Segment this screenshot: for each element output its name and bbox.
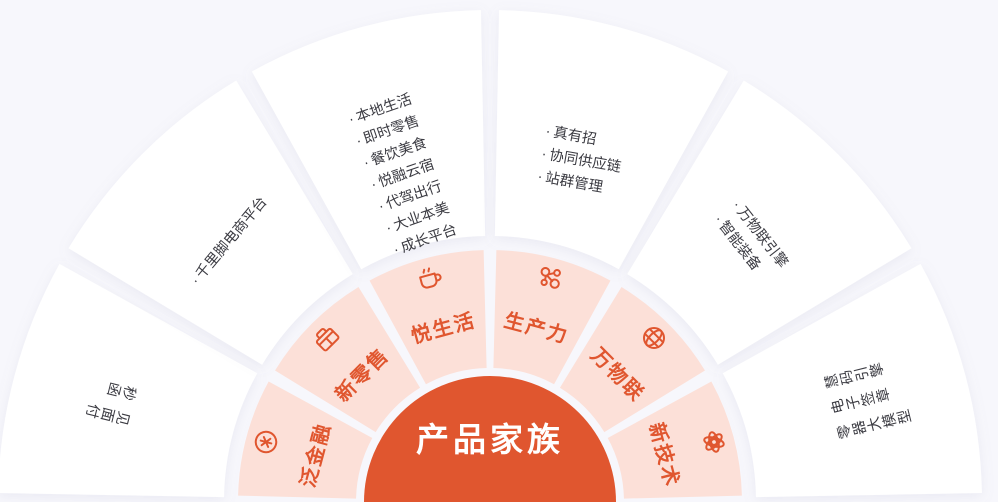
atom-icon: [696, 424, 733, 461]
outer-segment-xinjishu[interactable]: [722, 263, 982, 498]
inner-segment-xinlingshou[interactable]: [275, 287, 421, 433]
hub-title: 产品家族: [416, 421, 564, 458]
shopping-basket-icon: [305, 317, 347, 359]
currency-circle-icon: [248, 424, 285, 461]
globe-icon: [633, 317, 675, 359]
inner-ring-segments: [238, 250, 742, 499]
inner-segment-yueshenghuo[interactable]: [369, 250, 487, 385]
coffee-cup-icon: [412, 260, 449, 297]
outer-segment-fanjinrong[interactable]: [0, 263, 258, 498]
hub-segment: [364, 376, 616, 502]
inner-segment-wanwulian[interactable]: [559, 287, 705, 433]
inner-segment-xinjishu[interactable]: [607, 381, 742, 499]
leaf-list-shengchanli: 真有招协同供应链站群管理: [536, 121, 627, 203]
outer-segment-wanwulian[interactable]: [627, 80, 912, 365]
hub-shape: [364, 376, 616, 502]
inner-segment-fanjinrong[interactable]: [238, 381, 373, 499]
molecule-icon: [532, 260, 569, 297]
inner-segment-shengchanli[interactable]: [493, 250, 611, 385]
outer-segment-xinlingshou[interactable]: [68, 80, 353, 365]
